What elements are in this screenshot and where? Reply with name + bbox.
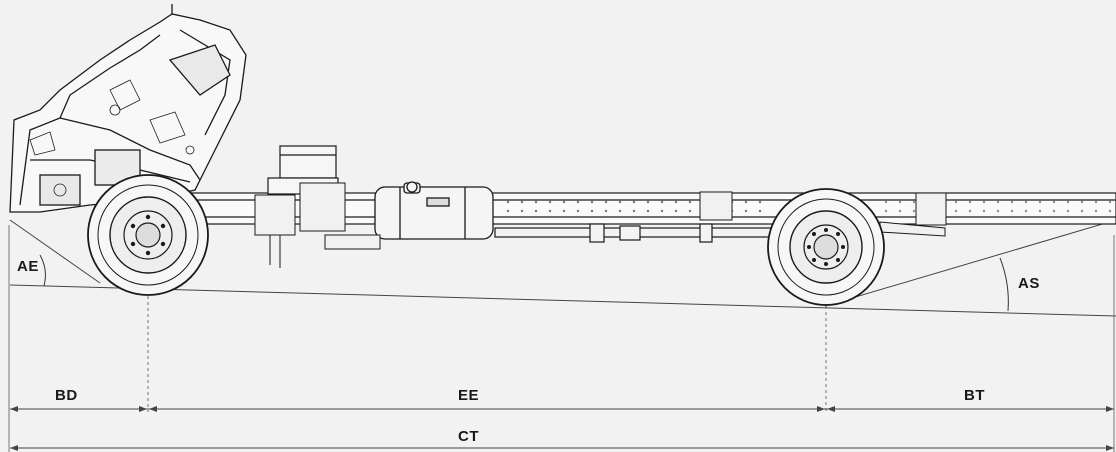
rear-overhang-label: BT <box>964 387 985 404</box>
rear-wheel <box>767 188 885 306</box>
wheelbase-label: EE <box>458 387 480 404</box>
front-overhang-label: BD <box>55 387 78 404</box>
fuel-tank <box>374 181 494 240</box>
extension-lines <box>147 290 827 412</box>
driveshaft <box>494 223 776 243</box>
dimension-lines <box>10 408 1114 449</box>
front-wheel <box>87 174 209 296</box>
approach-angle-label: AE <box>17 258 39 275</box>
approach-angle-arc <box>39 254 46 287</box>
ground-reference-lines <box>9 219 1116 317</box>
departure-angle-arc <box>999 257 1009 312</box>
departure-angle-label: AS <box>1018 275 1040 292</box>
overall-length-label: CT <box>458 428 479 445</box>
